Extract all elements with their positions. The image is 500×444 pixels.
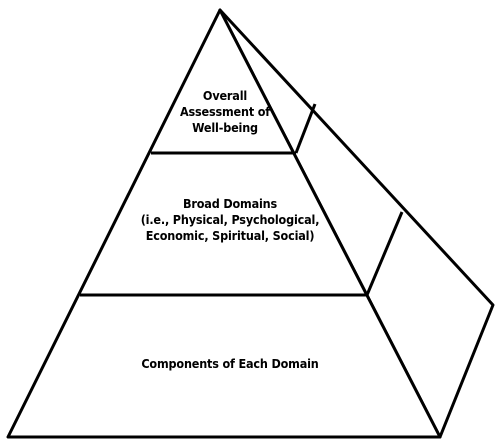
tier-middle-line-3: Economic, Spiritual, Social)	[145, 228, 315, 243]
side-divider-lower	[365, 211, 404, 296]
pyramid-front-face	[6, 8, 442, 439]
tier-top-line-3: Well-being	[192, 120, 258, 135]
tier-top-line-1: Overall	[202, 88, 248, 103]
side-divider-upper	[294, 103, 317, 154]
tier-middle-label: Broad Domains (i.e., Physical, Psycholog…	[122, 196, 338, 244]
tier-top-label: Overall Assessment of Well-being	[167, 88, 284, 136]
tier-bottom-line-1: Components of Each Domain	[141, 356, 319, 371]
tier-middle-line-1: Broad Domains	[182, 196, 278, 211]
tier-top-line-2: Assessment of	[179, 104, 271, 119]
tier-middle-line-2: (i.e., Physical, Psychological,	[140, 212, 320, 227]
tier-bottom-label: Components of Each Domain	[113, 356, 347, 372]
